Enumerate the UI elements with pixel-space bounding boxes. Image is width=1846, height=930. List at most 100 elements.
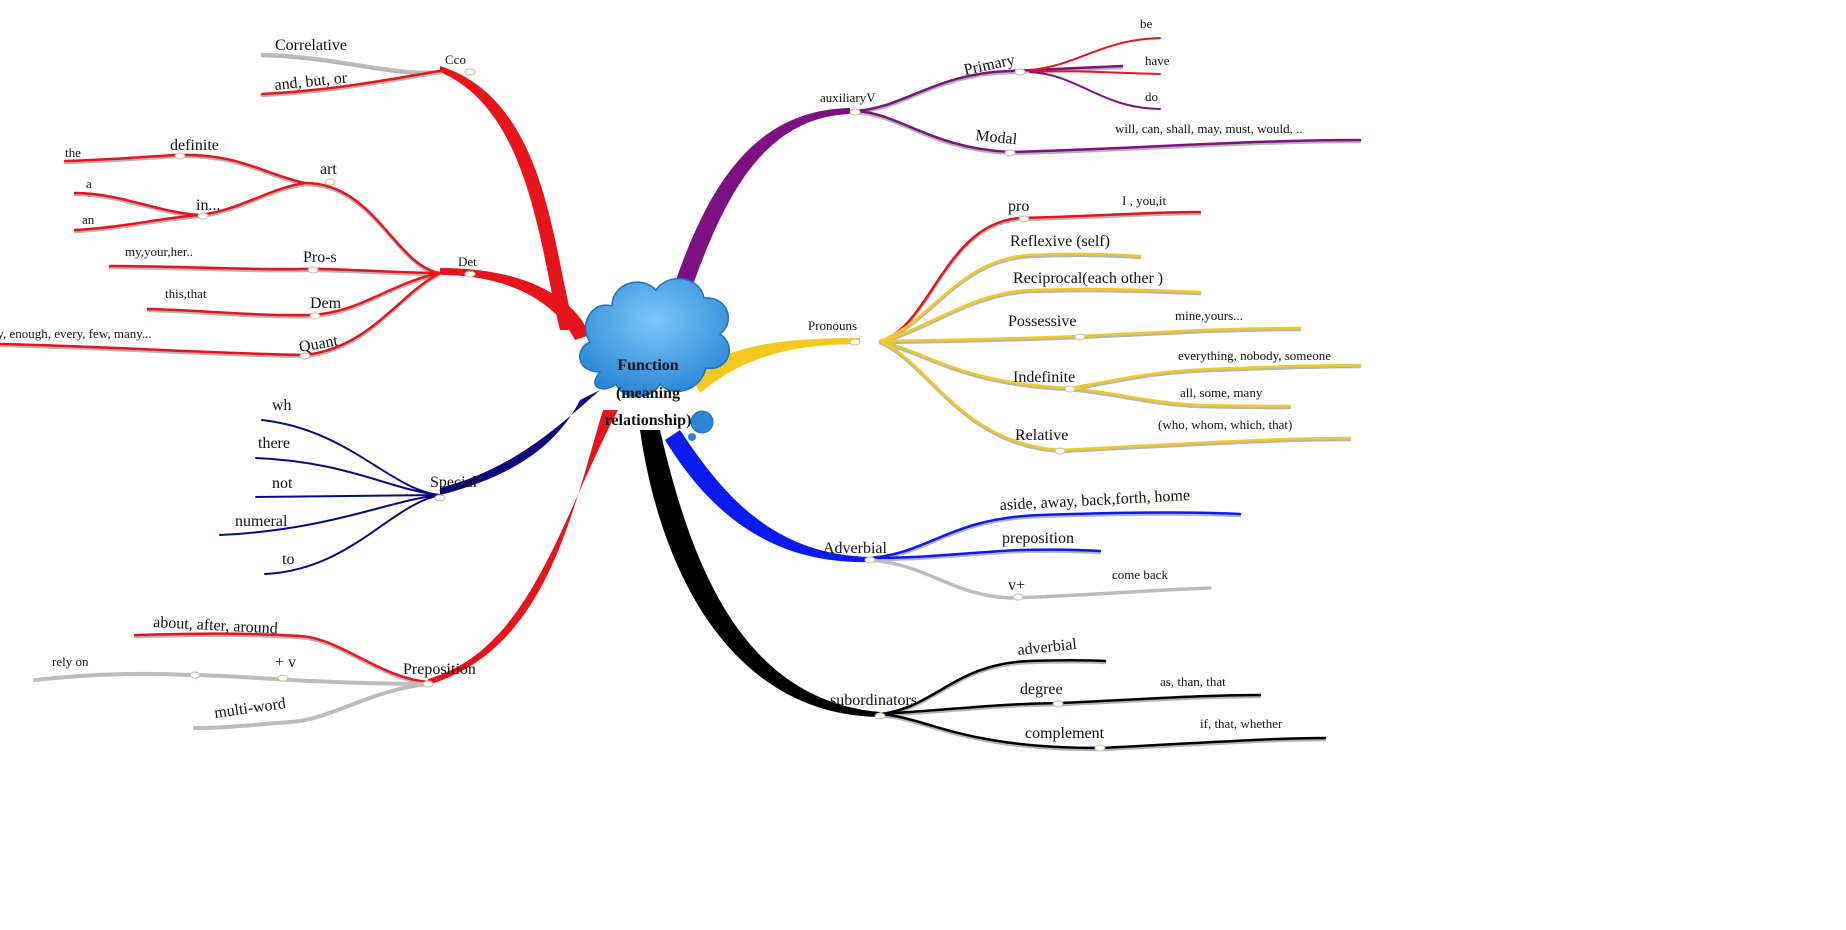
node-relative[interactable]: Relative — [1015, 427, 1068, 444]
node-definite[interactable]: definite — [170, 137, 219, 154]
branch-quant[interactable] — [0, 271, 442, 357]
node-cco[interactable]: Cco — [445, 52, 466, 67]
node-adv-preposition[interactable]: preposition — [1002, 530, 1074, 547]
branch-cco[interactable] — [440, 66, 575, 330]
center-node[interactable]: Function (meaning relationship) — [579, 277, 731, 441]
branch-definite[interactable] — [63, 153, 307, 185]
branch-modal[interactable] — [853, 109, 1362, 154]
node-knob[interactable] — [189, 671, 201, 679]
node-det[interactable]: Det — [458, 254, 477, 269]
node-dem[interactable]: Dem — [310, 295, 342, 312]
node-subordinators[interactable]: subordinators — [830, 692, 917, 709]
node-pronouns[interactable]: Pronouns — [808, 318, 857, 333]
branch-primary[interactable] — [853, 64, 1124, 113]
node-possessive[interactable]: Possessive — [1008, 313, 1076, 330]
node-modal[interactable]: Modal — [975, 127, 1019, 148]
branch-pros[interactable] — [108, 264, 442, 275]
branch-a[interactable] — [73, 191, 202, 217]
node-the[interactable]: the — [65, 145, 81, 160]
branch-have[interactable] — [1029, 70, 1161, 75]
branch-indef-2[interactable] — [1068, 386, 1292, 408]
node-knob[interactable] — [1018, 215, 1030, 223]
node-reciprocal[interactable]: Reciprocal(each other ) — [1013, 270, 1163, 287]
node-knob[interactable] — [874, 712, 886, 720]
node-knob[interactable] — [1074, 333, 1086, 341]
node-a[interactable]: a — [86, 176, 92, 191]
branch-and-but-or[interactable] — [260, 69, 442, 96]
node-knob[interactable] — [1094, 744, 1106, 752]
branch-in[interactable] — [198, 181, 307, 217]
branch-adv-preposition[interactable] — [868, 548, 1102, 560]
node-reflexive[interactable]: Reflexive (self) — [1010, 233, 1110, 250]
branch-do[interactable] — [1029, 71, 1161, 110]
node-knob[interactable] — [1054, 447, 1066, 455]
branch-to[interactable] — [264, 494, 441, 575]
branch-indef-1[interactable] — [1068, 363, 1362, 390]
node-have[interactable]: have — [1145, 53, 1170, 68]
branch-pronouns[interactable] — [690, 338, 860, 393]
node-degree-value[interactable]: as, than, that — [1160, 674, 1226, 689]
node-knob[interactable] — [464, 270, 476, 278]
node-special[interactable]: Special — [430, 474, 478, 491]
node-numeral[interactable]: numeral — [235, 513, 288, 530]
branch-be[interactable] — [1029, 37, 1161, 71]
node-knob[interactable] — [849, 108, 861, 116]
node-dem-value[interactable]: this,that — [165, 286, 207, 301]
node-knob[interactable] — [1014, 68, 1026, 76]
branch-det[interactable] — [440, 268, 590, 340]
branch-about[interactable] — [133, 632, 430, 684]
node-do[interactable]: do — [1145, 89, 1158, 104]
node-knob[interactable] — [299, 352, 311, 360]
branch-subordinators[interactable] — [640, 430, 880, 717]
branch-reciprocal[interactable] — [878, 287, 1202, 343]
node-adverbial[interactable]: Adverbial — [823, 540, 888, 557]
branch-an[interactable] — [73, 213, 202, 232]
node-in[interactable]: in... — [196, 197, 220, 214]
branch-vplus[interactable] — [868, 558, 1212, 600]
node-knob[interactable] — [464, 68, 476, 76]
node-vplus[interactable]: v+ — [1008, 577, 1025, 594]
branch-adverbial[interactable] — [665, 430, 870, 563]
branch-correlative[interactable] — [260, 52, 442, 73]
node-knob[interactable] — [324, 178, 336, 186]
node-degree[interactable]: degree — [1020, 681, 1063, 698]
branch-sub-adverbial[interactable] — [878, 659, 1107, 716]
branch-numeral[interactable] — [219, 494, 441, 536]
node-sub-adverbial[interactable]: adverbial — [1017, 636, 1079, 659]
node-come-back[interactable]: come back — [1112, 567, 1168, 582]
node-be[interactable]: be — [1140, 16, 1153, 31]
branch-there[interactable] — [255, 457, 441, 496]
branch-indefinite[interactable] — [878, 339, 1072, 390]
node-plus-v[interactable]: + v — [275, 654, 296, 671]
node-knob[interactable] — [277, 674, 289, 682]
branch-possessive[interactable] — [878, 326, 1302, 343]
node-knob[interactable] — [174, 152, 186, 160]
node-indef-2[interactable]: all, some, many — [1180, 385, 1263, 400]
node-relative-value[interactable]: (who, whom, which, that) — [1158, 417, 1292, 432]
branch-multi-word[interactable] — [193, 682, 430, 730]
branch-reflexive[interactable] — [878, 252, 1142, 343]
node-to[interactable]: to — [282, 551, 294, 568]
branch-art[interactable] — [303, 181, 442, 275]
node-knob[interactable] — [422, 680, 434, 688]
node-pro-value[interactable]: I , you,it — [1122, 193, 1166, 208]
node-multi-word[interactable]: multi-word — [213, 695, 287, 722]
node-aside[interactable]: aside, away, back,forth, home — [999, 487, 1190, 514]
node-rely-on[interactable]: rely on — [52, 654, 89, 669]
node-preposition[interactable]: Preposition — [403, 661, 476, 678]
branch-preposition[interactable] — [428, 410, 618, 685]
node-art[interactable]: art — [320, 161, 337, 178]
node-pros-value[interactable]: my,your,her.. — [125, 244, 193, 259]
node-knob[interactable] — [434, 494, 446, 502]
node-there[interactable]: there — [258, 435, 290, 452]
node-quant[interactable]: Quant — [298, 332, 340, 356]
node-auxiliaryv[interactable]: auxiliaryV — [820, 90, 876, 105]
node-modal-value[interactable]: will, can, shall, may, must, would, .. — [1115, 121, 1303, 136]
node-an[interactable]: an — [82, 212, 95, 227]
node-knob[interactable] — [309, 312, 321, 320]
node-pro[interactable]: pro — [1008, 198, 1029, 215]
node-correlative[interactable]: Correlative — [275, 37, 347, 54]
node-indef-1[interactable]: everything, nobody, someone — [1178, 348, 1331, 363]
node-not[interactable]: not — [272, 475, 293, 492]
branch-wh[interactable] — [261, 419, 441, 496]
